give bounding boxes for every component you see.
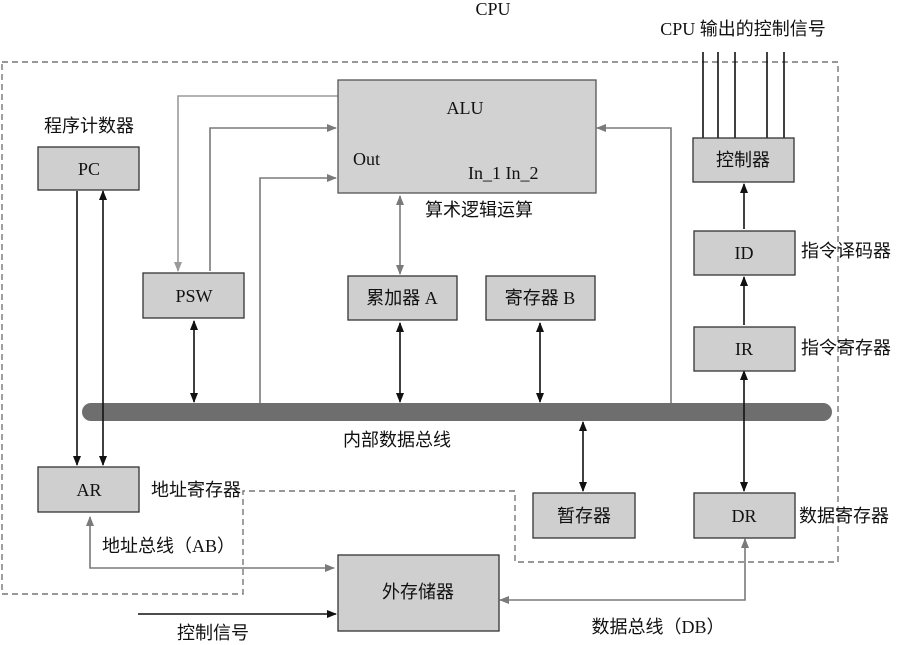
temp-register-text: 暂存器 <box>557 506 611 526</box>
controller-box <box>692 137 795 183</box>
id-box <box>693 230 796 276</box>
internal-data-bus <box>82 403 832 421</box>
cpu-boundary <box>1 61 839 595</box>
psw-text: PSW <box>175 286 212 306</box>
controller-text: 控制器 <box>716 150 770 170</box>
register-b-text: 寄存器 B <box>505 288 576 308</box>
external-memory-text: 外存储器 <box>382 582 454 602</box>
ir-caption: 指令寄存器 <box>801 338 891 358</box>
alu-caption: 算术逻辑运算 <box>425 200 533 220</box>
connections <box>73 95 749 618</box>
temp-register-box <box>532 492 636 539</box>
pc-caption: 程序计数器 <box>44 116 134 136</box>
external-memory-box <box>337 554 500 632</box>
alu-box <box>337 79 597 194</box>
pc-text: PC <box>78 159 100 179</box>
ir-box <box>693 326 796 372</box>
accumulator-a-text: 累加器 A <box>366 288 438 308</box>
pc-box <box>37 146 140 191</box>
id-caption: 指令译码器 <box>801 241 891 261</box>
control-out-label: CPU 输出的控制信号 <box>660 19 826 39</box>
dr-box <box>693 492 796 539</box>
alu-out-text: Out <box>353 149 380 169</box>
psw-box <box>142 272 245 319</box>
alu-text: ALU <box>447 98 484 118</box>
ar-text: AR <box>76 480 101 500</box>
register-b-box <box>485 275 596 321</box>
id-text: ID <box>735 243 754 263</box>
alu-in-text: In_1 In_2 <box>468 163 539 183</box>
ir-text: IR <box>735 339 753 359</box>
dr-text: DR <box>731 506 756 526</box>
bus-caption: 内部数据总线 <box>343 430 451 450</box>
dr-caption: 数据寄存器 <box>799 506 889 526</box>
ar-box <box>37 466 140 513</box>
accumulator-a-box <box>347 275 458 321</box>
control-signal-lines <box>702 52 785 138</box>
control-signal-caption: 控制信号 <box>177 623 249 643</box>
data-bus-caption: 数据总线（DB） <box>591 617 724 637</box>
ar-caption: 地址寄存器 <box>151 480 241 500</box>
cpu-title: CPU <box>475 0 510 19</box>
address-bus-caption: 地址总线（AB） <box>102 536 235 556</box>
